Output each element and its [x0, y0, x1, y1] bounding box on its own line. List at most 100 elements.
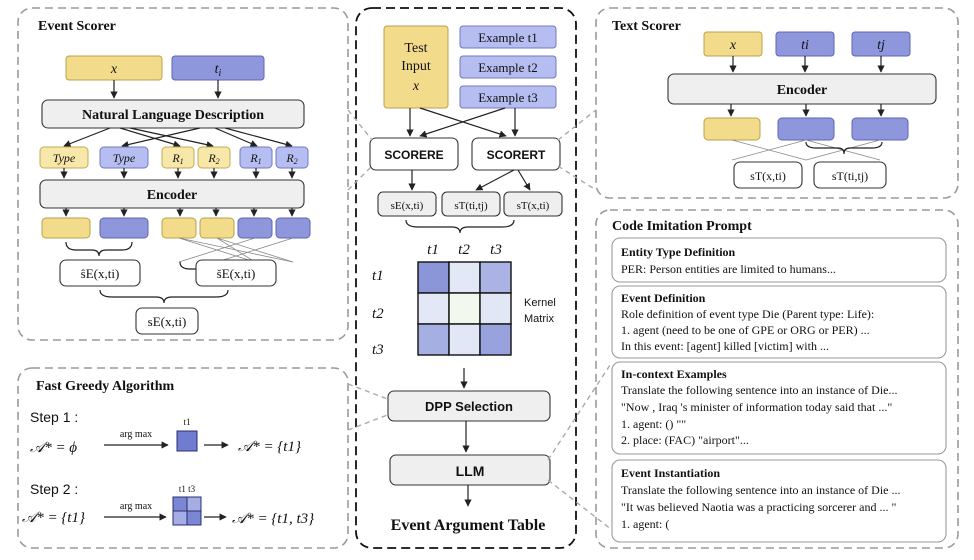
llm-box [389, 454, 551, 486]
kernel-cell-2-1 [417, 292, 450, 325]
dpp-selection-label: DPP Selection [425, 399, 513, 414]
es-encoder-label: Encoder [147, 188, 198, 203]
svg-text:R1: R1 [249, 151, 261, 166]
kernel-cell-2-3 [479, 292, 512, 325]
score-st-titj: sT(ti,tj) [454, 200, 488, 212]
score-se: sE(x,ti) [391, 200, 424, 212]
scorer-t-box [471, 137, 561, 171]
score-hat-box [59, 259, 141, 287]
step2-label: Step 2 : [30, 481, 78, 497]
svg-text:In-context Examples: In-context Examples [621, 367, 727, 381]
scorer-e-box [369, 137, 459, 171]
svg-text:Test: Test [404, 41, 427, 56]
nld-fan-lines [63, 127, 293, 149]
step2-argmax: arg max [120, 501, 152, 512]
ts-embeddings [703, 117, 909, 141]
score-hat: ŝE(x,ti) [81, 266, 120, 281]
svg-text:x: x [412, 79, 420, 94]
kernel-cell-1-2 [448, 261, 481, 294]
kernel-cell-3-2 [448, 323, 481, 356]
event-definition-box [611, 285, 947, 359]
entity-definition-box [611, 237, 947, 283]
in-context-examples-box [611, 361, 947, 455]
ts-encoder-box [667, 73, 937, 105]
svg-text:Type: Type [113, 151, 136, 165]
panel-connectors [347, 109, 613, 531]
svg-text:In this event: [agent] killed: In this event: [agent] killed [victim] w… [621, 339, 829, 353]
center-pipeline-panel [355, 7, 577, 549]
svg-text:t1: t1 [372, 268, 384, 284]
test-input-box [383, 25, 449, 109]
ts-score-xti: sT(x,ti) [750, 169, 786, 183]
svg-text:1. agent (need to be one of GP: 1. agent (need to be one of GPE or ORG o… [621, 323, 870, 337]
svg-text:Role definition of event type: Role definition of event type Die (Paren… [621, 307, 874, 321]
step1-rhs: 𝒜* = {t1} [238, 439, 301, 455]
svg-text:R2: R2 [285, 151, 297, 166]
kernel-matrix [417, 261, 512, 356]
ts-score-xti-box [733, 161, 803, 189]
step1-argmax: arg max [120, 429, 152, 440]
example-t2-box [459, 55, 557, 79]
event-instantiation-box [611, 459, 947, 543]
brace-final [99, 289, 229, 304]
text-scorer-panel [595, 7, 959, 199]
step1-cell [176, 430, 198, 452]
score-se-box [377, 191, 437, 217]
score-st-xti: sT(x,ti) [517, 200, 550, 212]
slot-row: Type Type R1 R2 R1 R2 [39, 146, 309, 169]
score-check: šE(x,ti) [217, 266, 256, 281]
ts-encoder-label: Encoder [777, 83, 828, 98]
score-st-xti-box [503, 191, 563, 217]
step1-top: t1 [183, 417, 190, 427]
svg-text:"It was believed Naotia was a: "It was believed Naotia was a practicing… [621, 500, 896, 514]
kernel-cell-3-3 [479, 323, 512, 356]
es-embeddings [41, 217, 311, 239]
scorer-e-label: SCORERE [384, 148, 443, 162]
step2-lhs: 𝒜* = {t1} [22, 510, 85, 526]
es-input-x: x [110, 62, 118, 77]
svg-text:PER: Person entities are limit: PER: Person entities are limited to huma… [621, 262, 836, 276]
svg-text:x: x [729, 38, 737, 53]
svg-text:t3: t3 [490, 242, 502, 258]
fast-greedy-panel [17, 367, 349, 549]
output-label: Event Argument Table [391, 517, 546, 534]
svg-text:1. agent: () "": 1. agent: () "" [621, 417, 686, 431]
svg-text:2. place: (FAC) "airport"...: 2. place: (FAC) "airport"... [621, 433, 749, 447]
svg-text:ti: ti [801, 38, 809, 53]
brace-type [65, 241, 133, 257]
svg-text:Input: Input [401, 59, 431, 74]
svg-text:Translate the following senten: Translate the following sentence into an… [621, 383, 898, 397]
example-t2: Example t2 [478, 60, 538, 75]
event-scorer-title: Event Scorer [38, 19, 116, 34]
svg-text:t1: t1 [427, 242, 439, 258]
kernel-cell-1-3 [479, 261, 512, 294]
svg-text:Type: Type [53, 151, 76, 165]
svg-text:1. agent: (: 1. agent: ( [621, 517, 669, 531]
svg-text:R2: R2 [207, 151, 219, 166]
svg-text:Translate the following senten: Translate the following sentence into an… [621, 483, 901, 497]
ts-score-titj: sT(ti,tj) [832, 169, 868, 183]
svg-text:Entity Type Definition: Entity Type Definition [621, 245, 736, 259]
kernel-cell-1-1 [417, 261, 450, 294]
prompt-title: Code Imitation Prompt [612, 219, 752, 234]
fast-greedy-title: Fast Greedy Algorithm [36, 379, 175, 394]
example-t3-box [459, 85, 557, 109]
svg-text:t3: t3 [372, 342, 384, 358]
svg-text:Event Definition: Event Definition [621, 291, 706, 305]
es-encoder-box [39, 179, 305, 209]
nld-label: Natural Language Description [82, 108, 264, 123]
step1-label: Step 1 : [30, 409, 78, 425]
svg-text:Matrix: Matrix [524, 313, 554, 325]
ts-score-titj-box [813, 161, 887, 189]
event-scorer-panel [17, 7, 349, 341]
step2-top: t1 t3 [179, 484, 196, 494]
example-t1: Example t1 [478, 30, 538, 45]
text-scorer-title: Text Scorer [612, 19, 681, 34]
svg-text:R1: R1 [171, 151, 183, 166]
step2-rhs: 𝒜* = {t1, t3} [232, 511, 314, 527]
svg-text:tj: tj [877, 38, 885, 53]
score-check-box [195, 259, 277, 287]
kernel-cell-2-2 [448, 292, 481, 325]
nld-box [41, 99, 305, 129]
